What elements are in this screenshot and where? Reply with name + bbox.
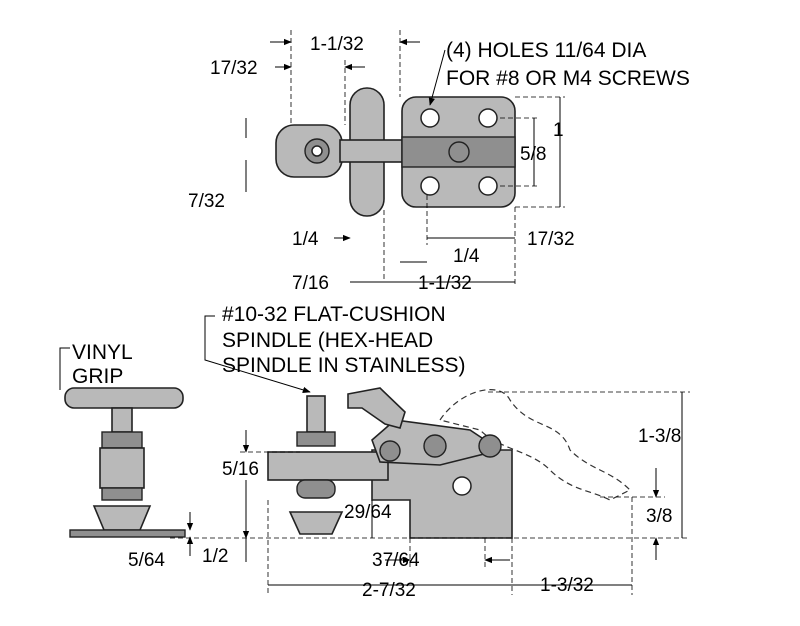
dim-overall-height: 1-3/8 — [638, 426, 681, 447]
dim-spindle-height: 5/16 — [222, 459, 259, 480]
side-dimensions: 1-3/8 3/8 5/16 1/2 29/64 37/64 2-7/32 1-… — [170, 303, 690, 601]
vinyl-grip-handle — [64, 387, 184, 409]
top-dimensions: 1-1/32 17/32 1 5/8 7/32 1/4 17/32 1/4 7/… — [188, 30, 690, 294]
pivot-pin — [448, 141, 470, 163]
dim-hole-spacing: 5/8 — [520, 144, 546, 165]
dim-handle-reach: 1-3/32 — [540, 575, 594, 596]
dim-pad-offset: 29/64 — [344, 502, 392, 523]
pivot-3 — [379, 440, 401, 462]
dim-overall-length: 2-7/32 — [362, 580, 416, 601]
open-position-ghost — [439, 389, 632, 501]
side-pad — [288, 511, 344, 535]
dim-base-bottom: 37/64 — [372, 550, 420, 571]
dim-spindle-offset: 17/32 — [210, 58, 258, 79]
dim-half: 1/2 — [202, 546, 228, 567]
side-lower-nut — [296, 479, 336, 499]
dim-vinyl-thickness: 5/64 — [128, 550, 165, 571]
dim-seven-sixteenths: 7/16 — [292, 273, 329, 294]
holes-note-line2: FOR #8 OR M4 SCREWS — [446, 67, 690, 90]
grip-body — [99, 447, 145, 489]
vinyl-layer — [69, 529, 186, 538]
spindle-note-line1: #10-32 FLAT-CUSHION — [222, 303, 446, 326]
mount-hole — [478, 108, 498, 128]
top-view — [275, 87, 516, 217]
mount-hole — [420, 108, 440, 128]
side-arm — [267, 451, 389, 481]
spindle-note-line3: SPINDLE IN STAINLESS) — [222, 354, 466, 377]
dim-top-width: 1-1/32 — [310, 34, 364, 55]
side-spindle — [306, 395, 326, 433]
vinyl-label-1: VINYL — [72, 341, 133, 364]
grip-pad — [92, 505, 152, 531]
spindle-note-line2: SPINDLE (HEX-HEAD — [222, 329, 433, 352]
dim-bottom-left: 7/32 — [188, 191, 225, 212]
vinyl-label-2: GRIP — [72, 365, 123, 388]
dim-quarter-mid: 1/4 — [453, 246, 480, 267]
grip-stem — [111, 407, 133, 433]
grip-nut — [101, 431, 143, 449]
dim-base-height: 1 — [553, 120, 564, 141]
side-handle — [347, 387, 406, 429]
pivot-2 — [478, 434, 502, 458]
side-spindle-nut — [296, 431, 336, 447]
grip-lower-nut — [101, 487, 143, 501]
dim-three-eighths: 3/8 — [646, 506, 672, 527]
mount-hole — [420, 176, 440, 196]
dim-right-17-32: 17/32 — [527, 229, 575, 250]
side-hole — [452, 476, 472, 496]
side-view — [267, 387, 632, 539]
mount-hole — [478, 176, 498, 196]
pivot-1 — [423, 434, 447, 458]
dim-base-width: 1-1/32 — [418, 273, 472, 294]
dim-quarter-left: 1/4 — [292, 229, 319, 250]
vinyl-grip-view: VINYL GRIP 5/64 — [59, 341, 194, 571]
spindle-center — [311, 145, 323, 157]
holes-note-line1: (4) HOLES 11/64 DIA — [446, 39, 646, 62]
